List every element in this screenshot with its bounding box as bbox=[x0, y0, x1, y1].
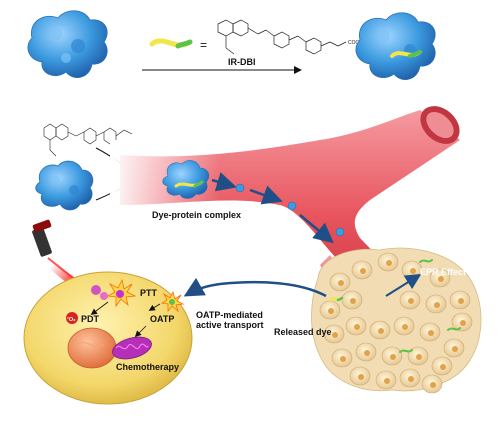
chemotherapy-label: Chemotherapy bbox=[116, 362, 179, 372]
tumor-cell-nucleus bbox=[338, 280, 344, 286]
tumor-cell-nucleus bbox=[390, 354, 396, 360]
pdt-label: PDT bbox=[81, 314, 100, 324]
cancer-cell bbox=[23, 271, 193, 405]
protein-left bbox=[27, 10, 108, 78]
dye-name-label: IR-DBI bbox=[228, 57, 256, 67]
tumor-cell-nucleus bbox=[458, 298, 464, 304]
tumor-cell-nucleus bbox=[332, 332, 338, 338]
epr-effect-label: EPR Effect bbox=[420, 267, 466, 277]
tumor-cell-nucleus bbox=[364, 350, 370, 356]
oatp-transport-label-line1: OATP-mediated bbox=[196, 310, 263, 320]
released-dye-label: Released dye bbox=[274, 327, 332, 337]
ptt-burst-icon bbox=[106, 278, 137, 308]
tumor-cell-nucleus bbox=[386, 260, 392, 266]
dye-molecule-icon bbox=[149, 38, 193, 49]
tumor-cell-nucleus bbox=[328, 308, 334, 314]
dye-protein-complex-label: Dye-protein complex bbox=[152, 210, 241, 220]
tumor-cell-nucleus bbox=[434, 302, 440, 308]
singlet-oxygen-label: ¹O₂ bbox=[67, 316, 76, 323]
oatp-label: OATP bbox=[150, 314, 174, 324]
dye-protein-complex-icon bbox=[162, 160, 210, 199]
tumor-cell-nucleus bbox=[384, 378, 390, 384]
tumor-cell-nucleus bbox=[358, 374, 364, 380]
protein-right-complex bbox=[355, 12, 436, 80]
tumor-cell-nucleus bbox=[410, 268, 416, 274]
protein-middle bbox=[35, 160, 94, 211]
tumor-cell-nucleus bbox=[354, 324, 360, 330]
internal-arrows bbox=[90, 301, 161, 338]
tumor-cell-nucleus bbox=[408, 376, 414, 382]
ptt-label: PTT bbox=[140, 288, 158, 298]
tumor-cell-nucleus bbox=[378, 328, 384, 334]
tumor-cell-nucleus bbox=[428, 330, 434, 336]
tumor-cells bbox=[319, 252, 473, 394]
oatp-transport-label-line2: active transport bbox=[196, 320, 264, 330]
tumor-cell-nucleus bbox=[460, 320, 466, 326]
dye-structure-small bbox=[43, 123, 133, 157]
oatp-transport-arrow bbox=[183, 277, 327, 298]
tumor-cell-nucleus bbox=[408, 298, 414, 304]
tumor-cell-nucleus bbox=[430, 382, 436, 388]
ir-dbi-structure bbox=[217, 19, 347, 55]
tumor-cell-nucleus bbox=[350, 298, 356, 304]
epr-arrow bbox=[385, 273, 422, 297]
tumor-cell-nucleus bbox=[416, 354, 422, 360]
oatp-burst-icon bbox=[160, 290, 185, 313]
tumor-cell-nucleus bbox=[402, 324, 408, 330]
mitochondrion-icon bbox=[112, 336, 152, 360]
tumor-cell-nucleus bbox=[440, 364, 446, 370]
tumor-cell-nucleus bbox=[360, 268, 366, 274]
dye-cluster-icon bbox=[91, 285, 108, 300]
singlet-oxygen-badge: ¹O₂ bbox=[66, 312, 78, 324]
tumor-cell-nucleus bbox=[452, 346, 458, 352]
released-dye-markers bbox=[328, 259, 461, 353]
tumor-cell-nucleus bbox=[340, 356, 346, 362]
tumor-cell-nucleus bbox=[438, 276, 444, 282]
dye-substituent: COOH bbox=[348, 40, 363, 46]
equals-sign: = bbox=[200, 38, 207, 52]
